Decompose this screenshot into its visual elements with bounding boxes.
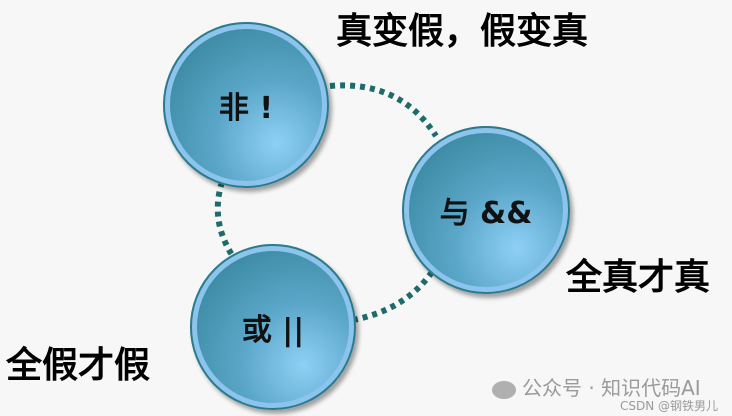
node-not-label: 非 ! <box>218 91 274 126</box>
wechat-icon <box>492 380 516 399</box>
node-not: 非 ! <box>163 22 329 188</box>
connector-not-or <box>214 181 235 257</box>
wechat-text: 公众号 · 知识代码AI <box>522 376 701 400</box>
node-and-label: 与 && <box>439 196 533 231</box>
label-or: 全假才假 <box>6 345 151 386</box>
node-and: 与 && <box>402 126 570 294</box>
wechat-watermark: 公众号 · 知识代码AI <box>492 372 701 401</box>
label-not: 真变假，假变真 <box>336 11 589 52</box>
csdn-watermark: CSDN @钢铁男儿 <box>620 399 719 413</box>
node-or-label: 或 || <box>241 313 305 348</box>
connector-not-and <box>329 82 439 138</box>
connector-and-or <box>352 270 435 323</box>
node-or: 或 || <box>190 244 356 410</box>
label-and: 全真才真 <box>566 257 711 298</box>
